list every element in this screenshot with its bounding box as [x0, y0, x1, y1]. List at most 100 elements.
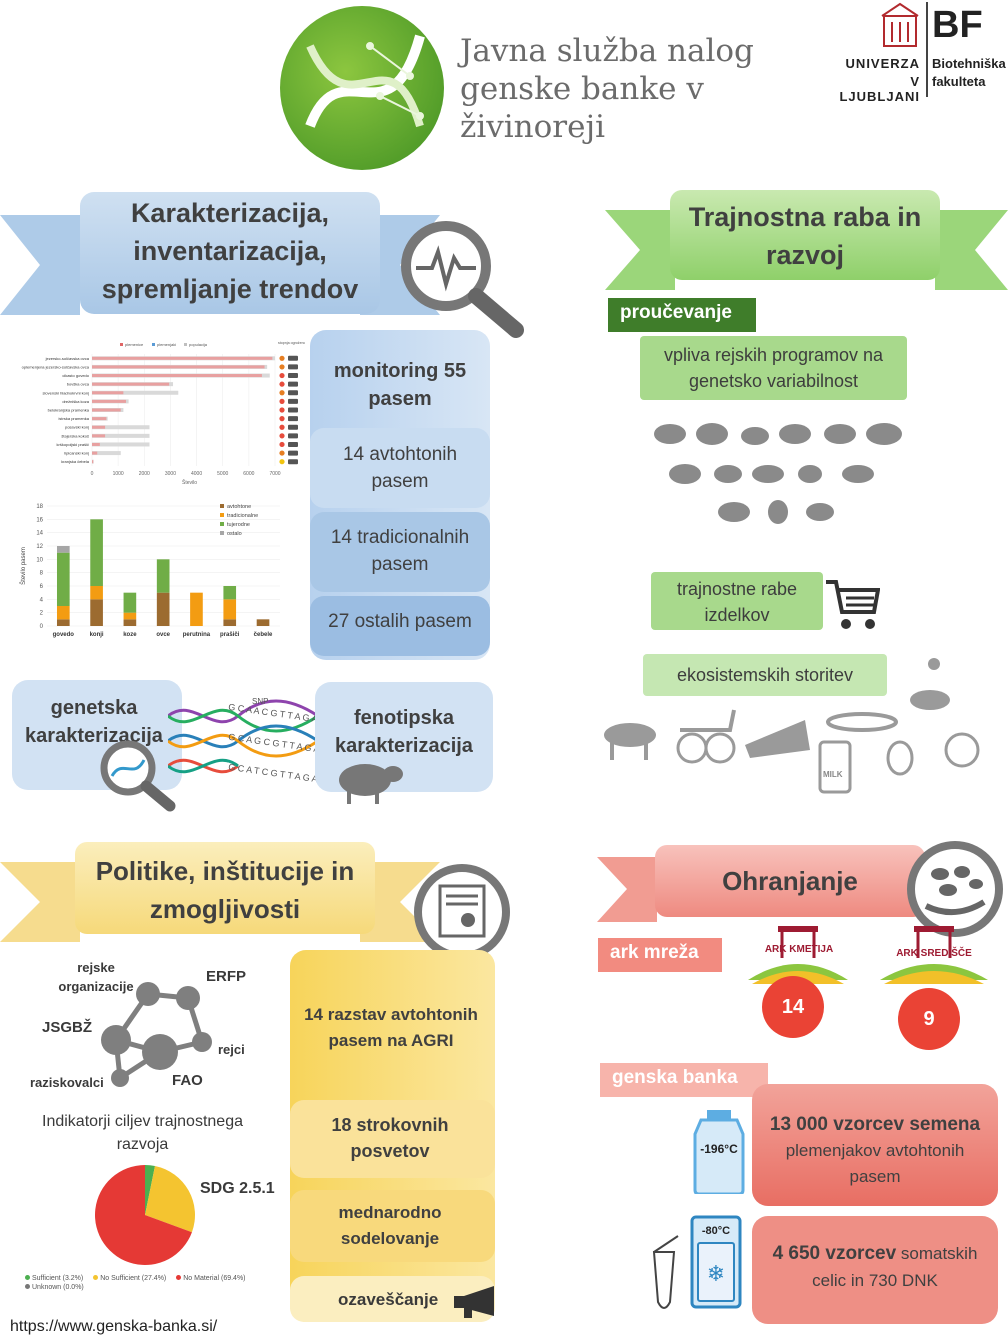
risk-dot: [279, 390, 285, 396]
bar-females: [92, 356, 273, 360]
bar-population: [92, 442, 150, 447]
animal-icon: [288, 355, 298, 361]
y-tick-label: 4: [40, 597, 44, 603]
category-label: kranjska čebela: [61, 459, 90, 464]
category-label: istrska pramenka: [59, 416, 90, 421]
ark-farm-text: ARK KMETIJA: [764, 944, 834, 955]
bar-females: [92, 365, 265, 369]
dna-strands-icon: [168, 699, 318, 774]
network-node-breeders: rejci: [218, 1042, 245, 1057]
faculty-name-line2: fakulteta: [932, 74, 986, 89]
network-node-breeding-orgs: rejske organizacije: [58, 960, 134, 994]
animal-icon: [288, 450, 298, 456]
y-axis-label: Število pasem: [20, 547, 27, 585]
project-logo: [280, 6, 444, 170]
sdg-pie-chart: [94, 1165, 195, 1265]
ecosystem-services-text: ekosistemskih storitev: [676, 665, 854, 685]
semen-samples: 13 000 vzorcev semena plemenjakov avtoht…: [758, 1108, 992, 1194]
bar-segment: [256, 619, 270, 626]
legend-label: tujerodne: [227, 522, 250, 528]
legend-label: avtohtone: [227, 504, 251, 510]
pie-legend-label: No Material (69.4%): [183, 1275, 246, 1282]
bar-population: [92, 433, 150, 438]
other-text: 27 ostalih pasem: [328, 611, 472, 632]
scroll-card-cells: [752, 1216, 998, 1324]
phenotypic-text: fenotipska karakterizacija: [335, 707, 473, 757]
legend-label: populacija: [189, 342, 208, 347]
pie-legend-dot: [176, 1275, 182, 1280]
bar-females: [92, 434, 106, 438]
x-axis-label: Število: [182, 479, 197, 486]
network-icon: [101, 982, 212, 1087]
dna-magnifier-icon: [100, 740, 176, 812]
test-tube-icon: [652, 1235, 679, 1309]
breeding-impact-box: vpliva rejskih programov na genetsko var…: [640, 336, 907, 400]
risk-dot: [279, 407, 285, 413]
category-label: ovce: [156, 632, 170, 638]
shopping-cart-icon: [826, 580, 880, 629]
y-tick-label: 6: [40, 584, 44, 590]
animal-icon: [288, 398, 298, 404]
y-tick-label: 10: [36, 557, 43, 563]
bar-segment: [156, 592, 170, 626]
animal-icon: [288, 459, 298, 465]
section-title-text: Trajnostna raba in razvoj: [688, 202, 922, 270]
legend-swatch: [152, 343, 155, 346]
bar-females: [92, 399, 126, 403]
category-label: posavski konj: [65, 425, 89, 430]
other-count: 27 ostalih pasem: [316, 600, 484, 644]
magnifier-pulse-icon: [401, 221, 524, 338]
monitoring-text: monitoring 55 pasem: [333, 360, 467, 410]
bar-segment: [90, 586, 103, 600]
risk-dot: [279, 398, 285, 404]
scroll-card: [310, 428, 490, 508]
category-label: štajerska kokoš: [61, 433, 89, 438]
bar-segment: [56, 619, 70, 626]
category-label: lipicanski konj: [64, 451, 89, 456]
category-label: oplemenjena jezersko-solčavska ovca: [22, 364, 90, 369]
bar-segment: [223, 619, 237, 626]
category-label: belokranjska pramenka: [48, 408, 90, 413]
bar-females: [92, 417, 107, 421]
monitoring-count: monitoring 55 pasem: [318, 350, 482, 420]
university-logo: BF UNIVERZA V LJUBLJANI Biotehniška faku…: [830, 2, 1006, 104]
category-label: drežniška koza: [62, 399, 89, 404]
scroll-card: [290, 1190, 495, 1262]
x-tick-label: 7000: [269, 471, 280, 477]
breeding-impact-text: vpliva rejskih programov na genetsko var…: [663, 345, 884, 391]
risk-dot: [279, 441, 285, 448]
pie-legend-dot: [25, 1284, 30, 1289]
bar-segment: [90, 519, 103, 586]
banner-ribbon-red: [597, 857, 657, 922]
y-tick-label: 18: [36, 504, 43, 510]
network-node-erfp: ERFP: [206, 968, 247, 985]
bar-segment: [56, 546, 70, 553]
bar-segment: [123, 592, 137, 613]
risk-dot: [279, 450, 285, 456]
bar-segment: [56, 606, 70, 620]
pie-legend-item: No Material (69.4%): [176, 1275, 246, 1282]
x-tick-label: 1000: [113, 471, 124, 477]
pie-slice: [94, 1165, 192, 1265]
university-name-line1: UNIVERZA: [845, 56, 920, 71]
legend-label: tradicionalne: [227, 513, 258, 519]
somatic-samples-count: 4 650 vzorcev: [772, 1243, 897, 1264]
animal-icon: [288, 407, 298, 413]
sdg-indicators-label: Indikatorji ciljev trajnostnega razvoja: [42, 1113, 243, 1153]
pie-slice: [145, 1165, 155, 1215]
animal-icon: [288, 441, 298, 447]
risk-dot: [279, 416, 285, 422]
animal-icon: [288, 390, 298, 396]
x-tick-label: 3000: [165, 471, 176, 477]
bar-segment: [90, 599, 103, 626]
animal-icon: [288, 433, 298, 439]
animal-icon: [288, 424, 298, 430]
phenotypic-characterization: fenotipska karakterizacija: [318, 700, 490, 764]
network-node-fao: FAO: [172, 1072, 203, 1089]
footer-url[interactable]: https://www.genska-banka.si/: [10, 1318, 218, 1335]
pie-slice: [145, 1166, 195, 1233]
product-use-box: trajnostne rabe izdelkov: [651, 572, 823, 630]
banner-ribbon-green: [605, 210, 1008, 290]
animal-icon: [288, 373, 298, 379]
